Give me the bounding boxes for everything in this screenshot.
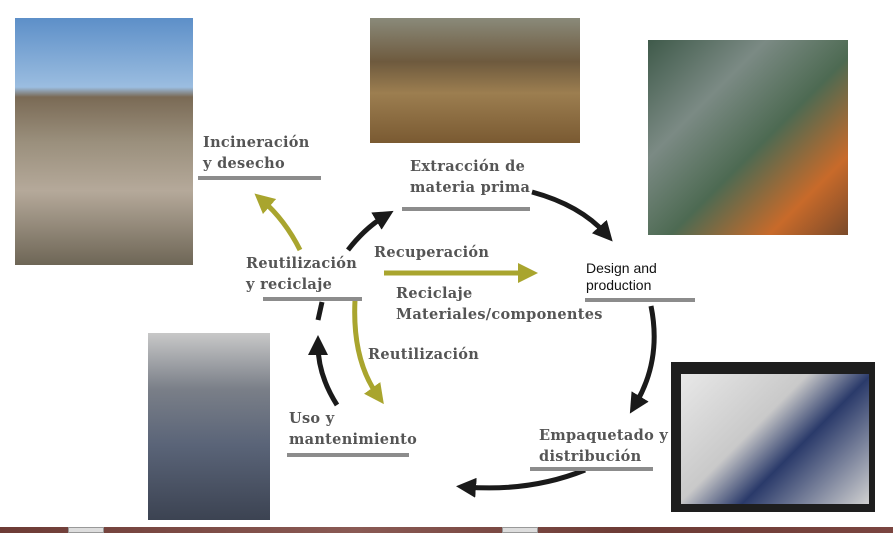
label-line: Reutilización [246, 255, 358, 272]
label-line: Reciclaje [396, 285, 473, 302]
label-bar [287, 453, 409, 457]
arrow-segment [315, 301, 325, 321]
label-bar [198, 176, 321, 180]
label-line: distribución [539, 448, 642, 465]
landfill-photo [15, 18, 193, 265]
arrow-to-incineracion [254, 193, 303, 252]
label-incineracion: Incineración y desecho [203, 132, 310, 174]
footer-bar [0, 527, 893, 533]
label-empaquetado: Empaquetado y distribución [539, 425, 668, 467]
label-uso: Uso y mantenimiento [289, 408, 417, 450]
label-line: Uso y [289, 410, 335, 427]
arrow-to-reutilizacion-reciclaje [308, 335, 340, 407]
footer-tab [68, 527, 104, 533]
label-bar [530, 467, 653, 471]
arrow-reutilizacion [352, 299, 384, 405]
label-line: Design and [586, 260, 657, 276]
label-line: Empaquetado y [539, 427, 669, 444]
label-line: y desecho [203, 155, 285, 172]
label-recuperacion: Recuperación [374, 244, 490, 261]
label-bar [402, 207, 530, 211]
label-bar [263, 297, 362, 301]
packaged-product-photo [671, 362, 875, 512]
label-line: Extracción de [410, 158, 526, 175]
arrow-to-uso [456, 467, 586, 498]
arrow-to-design [531, 189, 613, 242]
car-factory-photo [648, 40, 848, 235]
label-line: y reciclaje [246, 276, 333, 293]
label-line: mantenimiento [289, 431, 418, 448]
label-line: Incineración [203, 134, 310, 151]
arrow-to-extraccion [346, 210, 394, 252]
arrow-to-empaquetado [629, 305, 657, 414]
footer-tab [502, 527, 538, 533]
label-reutilizacion-reciclaje: Reutilización y reciclaje [246, 253, 357, 295]
label-bar [585, 298, 695, 302]
traffic-photo [148, 333, 270, 520]
label-extraccion: Extracción de materia prima [410, 156, 530, 198]
label-reutilizacion: Reutilización [368, 346, 480, 363]
label-line: materia prima [410, 179, 531, 196]
mining-excavation-photo [370, 18, 580, 143]
label-line: production [586, 277, 652, 293]
label-line: Materiales/componentes [396, 306, 603, 323]
